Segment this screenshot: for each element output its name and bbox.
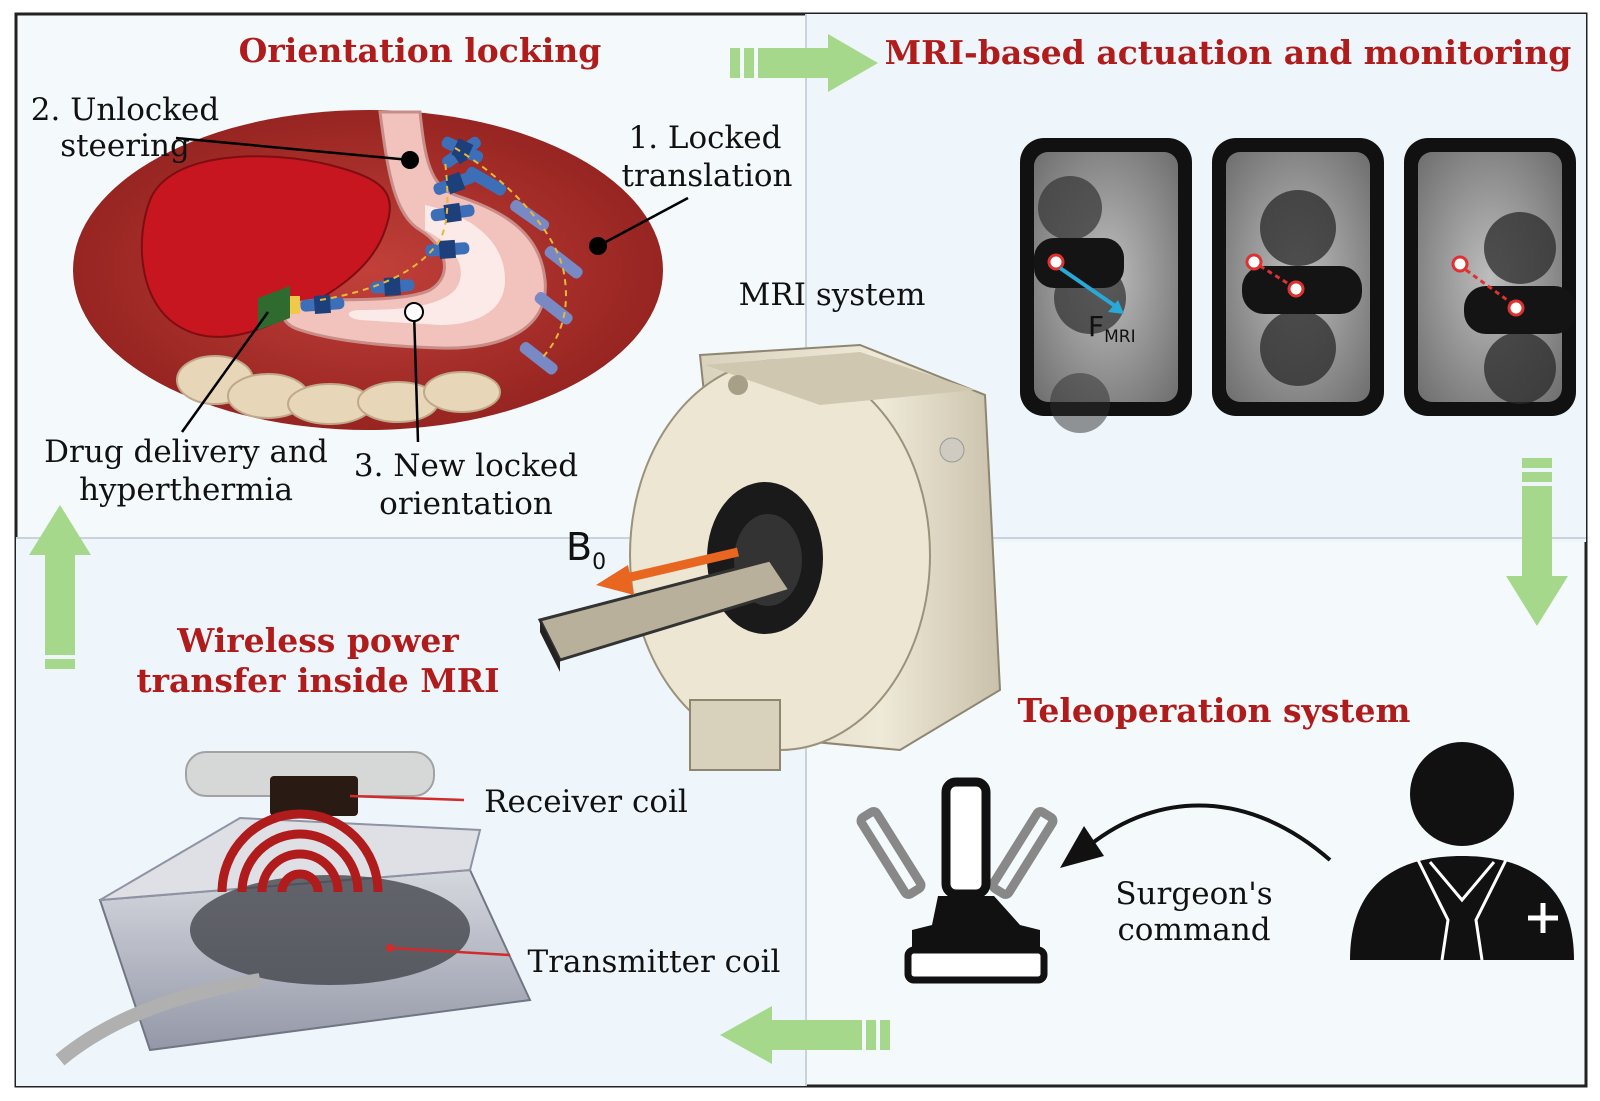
surgeon-icon bbox=[1350, 742, 1574, 961]
label-transmitter-coil: Transmitter coil bbox=[528, 944, 781, 980]
title-mri-actuation: MRI-based actuation and monitoring bbox=[885, 33, 1572, 72]
title-teleoperation: Teleoperation system bbox=[1018, 691, 1411, 730]
orientation-leaders bbox=[175, 136, 689, 443]
label-command-line2: command bbox=[1117, 912, 1270, 948]
mri-image-frames: FMRI bbox=[1020, 138, 1576, 433]
label-drug-line2: hyperthermia bbox=[79, 472, 293, 508]
liver bbox=[140, 155, 391, 338]
label-new-locked-line1: 3. New locked bbox=[354, 448, 578, 484]
title-wireless-power-line2: transfer inside MRI bbox=[136, 661, 499, 700]
label-drug-line1: Drug delivery and bbox=[44, 434, 328, 470]
title-wireless-power-line1: Wireless power bbox=[176, 621, 459, 660]
flow-arrow-up bbox=[29, 505, 91, 669]
title-orientation-locking: Orientation locking bbox=[239, 31, 602, 70]
receiver-coil-device bbox=[185, 751, 465, 816]
mri-frame-1: FMRI bbox=[1020, 138, 1192, 433]
mri-machine bbox=[537, 343, 1002, 771]
drug-delivery-device bbox=[258, 286, 290, 330]
force-arrow bbox=[1058, 266, 1120, 310]
label-receiver-coil: Receiver coil bbox=[484, 784, 688, 820]
label-command-line1: Surgeon's bbox=[1115, 876, 1272, 912]
label-mri-system: MRI system bbox=[739, 277, 926, 313]
label-locked-line1: 1. Locked bbox=[628, 120, 781, 156]
command-arrow bbox=[1060, 803, 1332, 868]
flow-arrow-left bbox=[720, 1006, 890, 1064]
joystick-icon bbox=[856, 777, 1058, 984]
mri-frame-2 bbox=[1212, 138, 1384, 416]
flow-arrow-down bbox=[1506, 458, 1568, 626]
force-label: FMRI bbox=[1088, 310, 1136, 347]
flow-arrow-right bbox=[730, 34, 878, 92]
field-arrow bbox=[596, 547, 740, 595]
mri-frame-3 bbox=[1404, 138, 1576, 416]
label-unlocked-line1: 2. Unlocked bbox=[31, 92, 219, 128]
flow-arrows bbox=[29, 34, 1568, 1064]
abdomen-illustration bbox=[73, 110, 663, 430]
field-label: B0 bbox=[566, 525, 606, 575]
label-unlocked-line2: steering bbox=[60, 128, 190, 164]
wireless-signal-icon bbox=[217, 809, 383, 893]
trajectory-path bbox=[454, 147, 567, 361]
label-new-locked-line2: orientation bbox=[379, 486, 553, 522]
label-locked-line2: translation bbox=[621, 158, 792, 194]
intestines bbox=[176, 355, 501, 425]
